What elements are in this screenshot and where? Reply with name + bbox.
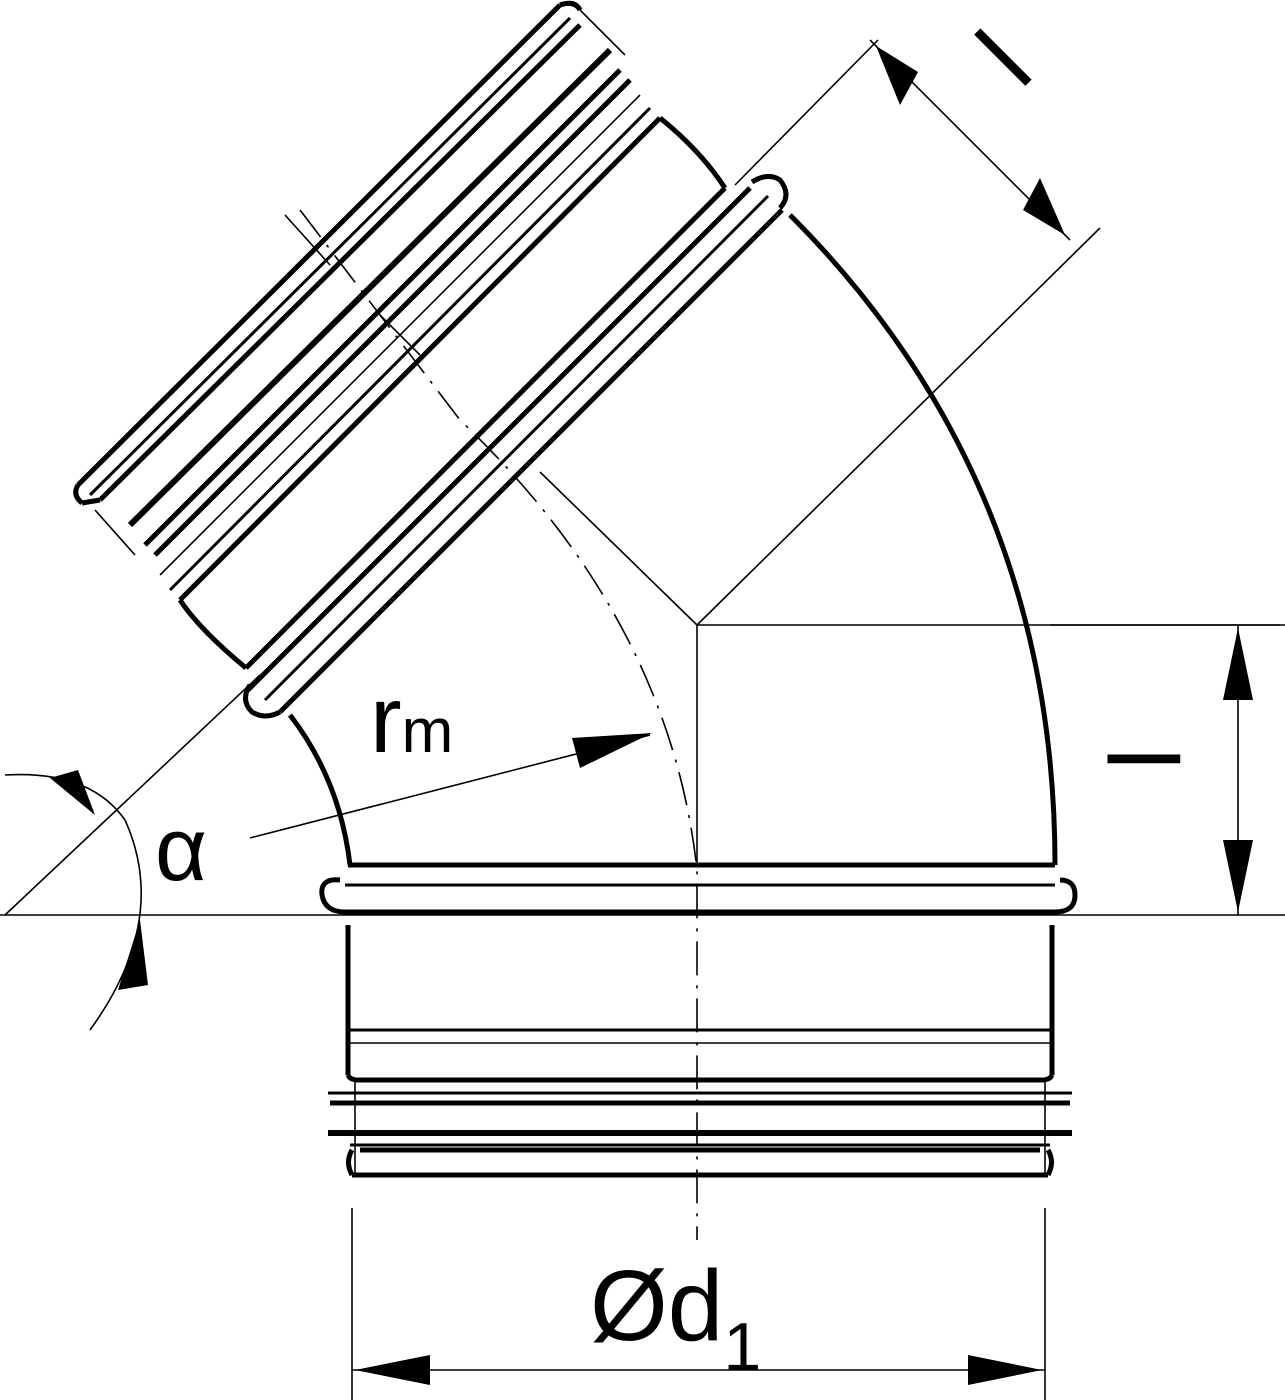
dimension-diameter bbox=[351, 1208, 1046, 1400]
dimension-top-length bbox=[869, 39, 1071, 241]
label-angle: α bbox=[155, 800, 207, 900]
label-length-right: l bbox=[1090, 748, 1202, 770]
dimension-radius bbox=[249, 733, 652, 839]
centerline bbox=[299, 209, 698, 1240]
elbow-body bbox=[73, 0, 1078, 1178]
label-diameter: Ød1 bbox=[590, 1250, 761, 1385]
label-length-top: l bbox=[957, 11, 1052, 106]
label-radius-subscript: m bbox=[402, 697, 454, 766]
construction-lines bbox=[0, 39, 1285, 916]
label-diameter-subscript: 1 bbox=[723, 1309, 761, 1385]
dimension-right-length bbox=[1223, 625, 1253, 915]
dimension-angle bbox=[4, 770, 148, 1031]
label-radius: rm bbox=[370, 667, 453, 773]
